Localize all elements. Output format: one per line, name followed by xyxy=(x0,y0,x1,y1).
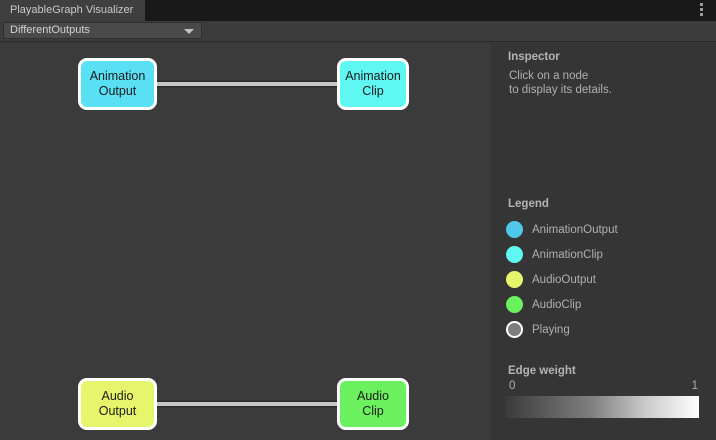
legend-item-label: AnimationClip xyxy=(532,248,603,261)
legend-item: AudioClip xyxy=(506,292,706,317)
legend-item: Playing xyxy=(506,317,706,342)
legend-swatch-icon xyxy=(506,296,523,313)
graph-node-audio-clip[interactable]: Audio Clip xyxy=(337,378,409,430)
graph-node-animation-output[interactable]: Animation Output xyxy=(78,58,157,110)
kebab-dot xyxy=(699,3,703,6)
inspector-hint-line-1: Click on a node xyxy=(509,70,589,82)
legend-swatch-icon xyxy=(506,271,523,288)
kebab-dot xyxy=(699,13,703,16)
edge-weight-gradient-bar xyxy=(505,396,699,418)
edge-layer xyxy=(157,80,337,408)
legend-item: AnimationClip xyxy=(506,242,706,267)
graph-selector-dropdown[interactable]: DifferentOutputs xyxy=(3,22,202,39)
graph-node-label: Audio Clip xyxy=(357,389,389,418)
kebab-menu-icon[interactable] xyxy=(695,3,707,19)
toolbar: DifferentOutputs xyxy=(0,21,716,42)
side-panel: Inspector Click on a node to display its… xyxy=(490,43,716,440)
graph-node-label: Animation Output xyxy=(89,69,146,98)
legend-item-label: AudioOutput xyxy=(532,273,596,286)
window-tab-bar: PlayableGraph Visualizer xyxy=(0,0,716,21)
graph-node-label: Audio Output xyxy=(98,389,137,418)
edge-weight-title: Edge weight xyxy=(508,365,576,377)
tab-playablegraph-visualizer[interactable]: PlayableGraph Visualizer xyxy=(0,0,146,21)
legend-item: AnimationOutput xyxy=(506,217,706,242)
graph-node-audio-output[interactable]: Audio Output xyxy=(78,378,157,430)
legend-item: AudioOutput xyxy=(506,267,706,292)
edge-weight-min-label: 0 xyxy=(509,380,516,392)
kebab-dot xyxy=(699,8,703,11)
inspector-title: Inspector xyxy=(508,51,560,63)
legend-swatch-icon xyxy=(506,321,523,338)
graph-selector-value: DifferentOutputs xyxy=(10,24,90,36)
graph-node-label: Animation Clip xyxy=(345,69,401,98)
legend-swatch-icon xyxy=(506,221,523,238)
legend-title: Legend xyxy=(508,198,549,210)
legend-swatch-icon xyxy=(506,246,523,263)
legend-item-label: Playing xyxy=(532,323,570,336)
chevron-down-icon xyxy=(184,29,194,34)
graph-node-animation-clip[interactable]: Animation Clip xyxy=(337,58,409,110)
legend-item-label: AnimationOutput xyxy=(532,223,618,236)
inspector-hint-line-2: to display its details. xyxy=(509,84,612,96)
legend-item-label: AudioClip xyxy=(532,298,582,311)
edge-weight-max-label: 1 xyxy=(691,380,698,392)
